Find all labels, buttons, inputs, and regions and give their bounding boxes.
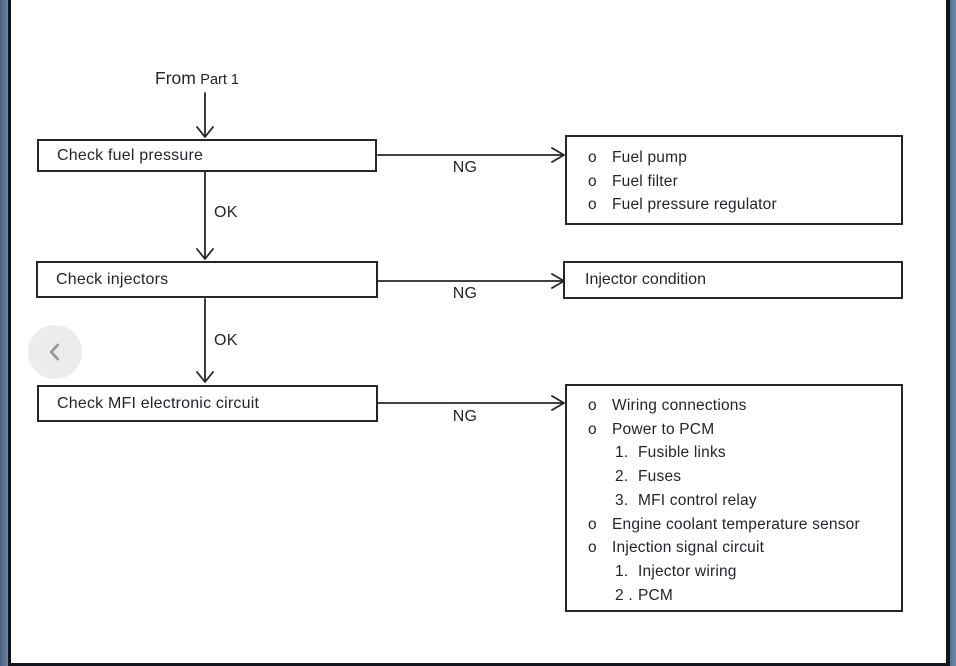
ng-label-row3: NG [452,408,478,425]
list-item-text: Injector condition [585,271,706,288]
number-marker: 3. [615,491,629,509]
number-marker: 1. [615,562,629,580]
list-item-text: Power to PCM [612,420,715,438]
list-item-text: Fuel filter [612,172,678,190]
bullet-marker: o [588,196,597,214]
list-item-text: Engine coolant temperature sensor [612,515,860,533]
list-item-text: Fusible links [638,444,726,462]
frame-right-blue-strip [950,0,956,666]
list-item: 2 . PCM [567,584,901,608]
list-item-text: MFI control relay [638,491,757,509]
number-marker: 2 . [615,586,633,604]
ok-label-row1: OK [214,204,238,221]
list-item: o Fuel pump [567,146,901,170]
list-item: 1. Injector wiring [567,560,901,584]
bullet-marker: o [588,149,597,166]
frame-right-dark-line [946,0,950,666]
ok-label-row2: OK [214,332,238,349]
step-label: Check fuel pressure [57,146,204,164]
source-label-secondary: Part 1 [200,72,239,88]
list-item: 1. Fusible links [567,441,901,465]
source-label: From Part 1 [155,68,239,89]
frame-left-dark-line [8,0,11,666]
result-box-injector-condition: Injector condition [563,261,903,299]
frame-left-blue-strip [0,0,8,666]
bullet-marker: o [588,515,597,533]
list-item-text: Fuel pressure regulator [612,196,777,214]
bullet-marker: o [588,539,597,557]
chevron-left-icon [49,343,60,361]
list-item: o Wiring connections [567,394,901,418]
step-box-check-mfi-circuit: Check MFI electronic circuit [37,385,378,422]
source-label-primary: From [155,68,196,88]
list-item-text: Fuses [638,468,682,486]
step-label: Check injectors [56,270,169,288]
list-item-text: PCM [638,586,674,604]
number-marker: 2. [615,468,629,486]
result-box-mfi-circuit: o Wiring connections o Power to PCM 1. F… [565,384,903,612]
list-item: o Engine coolant temperature sensor [567,513,901,537]
ng-label-row1: NG [452,159,478,176]
number-marker: 1. [615,444,629,462]
list-item-text: Injection signal circuit [612,539,765,557]
step-label: Check MFI electronic circuit [57,394,260,412]
bullet-marker: o [588,420,597,438]
list-item-text: Fuel pump [612,149,688,166]
list-item: 3. MFI control relay [567,489,901,513]
frame-bottom-dark-line [8,663,950,666]
step-box-check-injectors: Check injectors [36,261,378,298]
ng-label-row2: NG [452,285,478,302]
step-box-check-fuel-pressure: Check fuel pressure [37,139,377,172]
list-item-text: Injector wiring [638,562,737,580]
bullet-marker: o [588,172,597,190]
list-item: o Power to PCM [567,418,901,442]
prev-button[interactable] [28,325,82,379]
list-item-text: Wiring connections [612,397,747,414]
bullet-marker: o [588,397,597,414]
list-item: o Injection signal circuit [567,536,901,560]
list-item: 2. Fuses [567,465,901,489]
list-item: o Fuel pressure regulator [567,193,901,217]
list-item: o Fuel filter [567,170,901,194]
result-box-fuel-system: o Fuel pump o Fuel filter o Fuel pressur… [565,135,903,225]
